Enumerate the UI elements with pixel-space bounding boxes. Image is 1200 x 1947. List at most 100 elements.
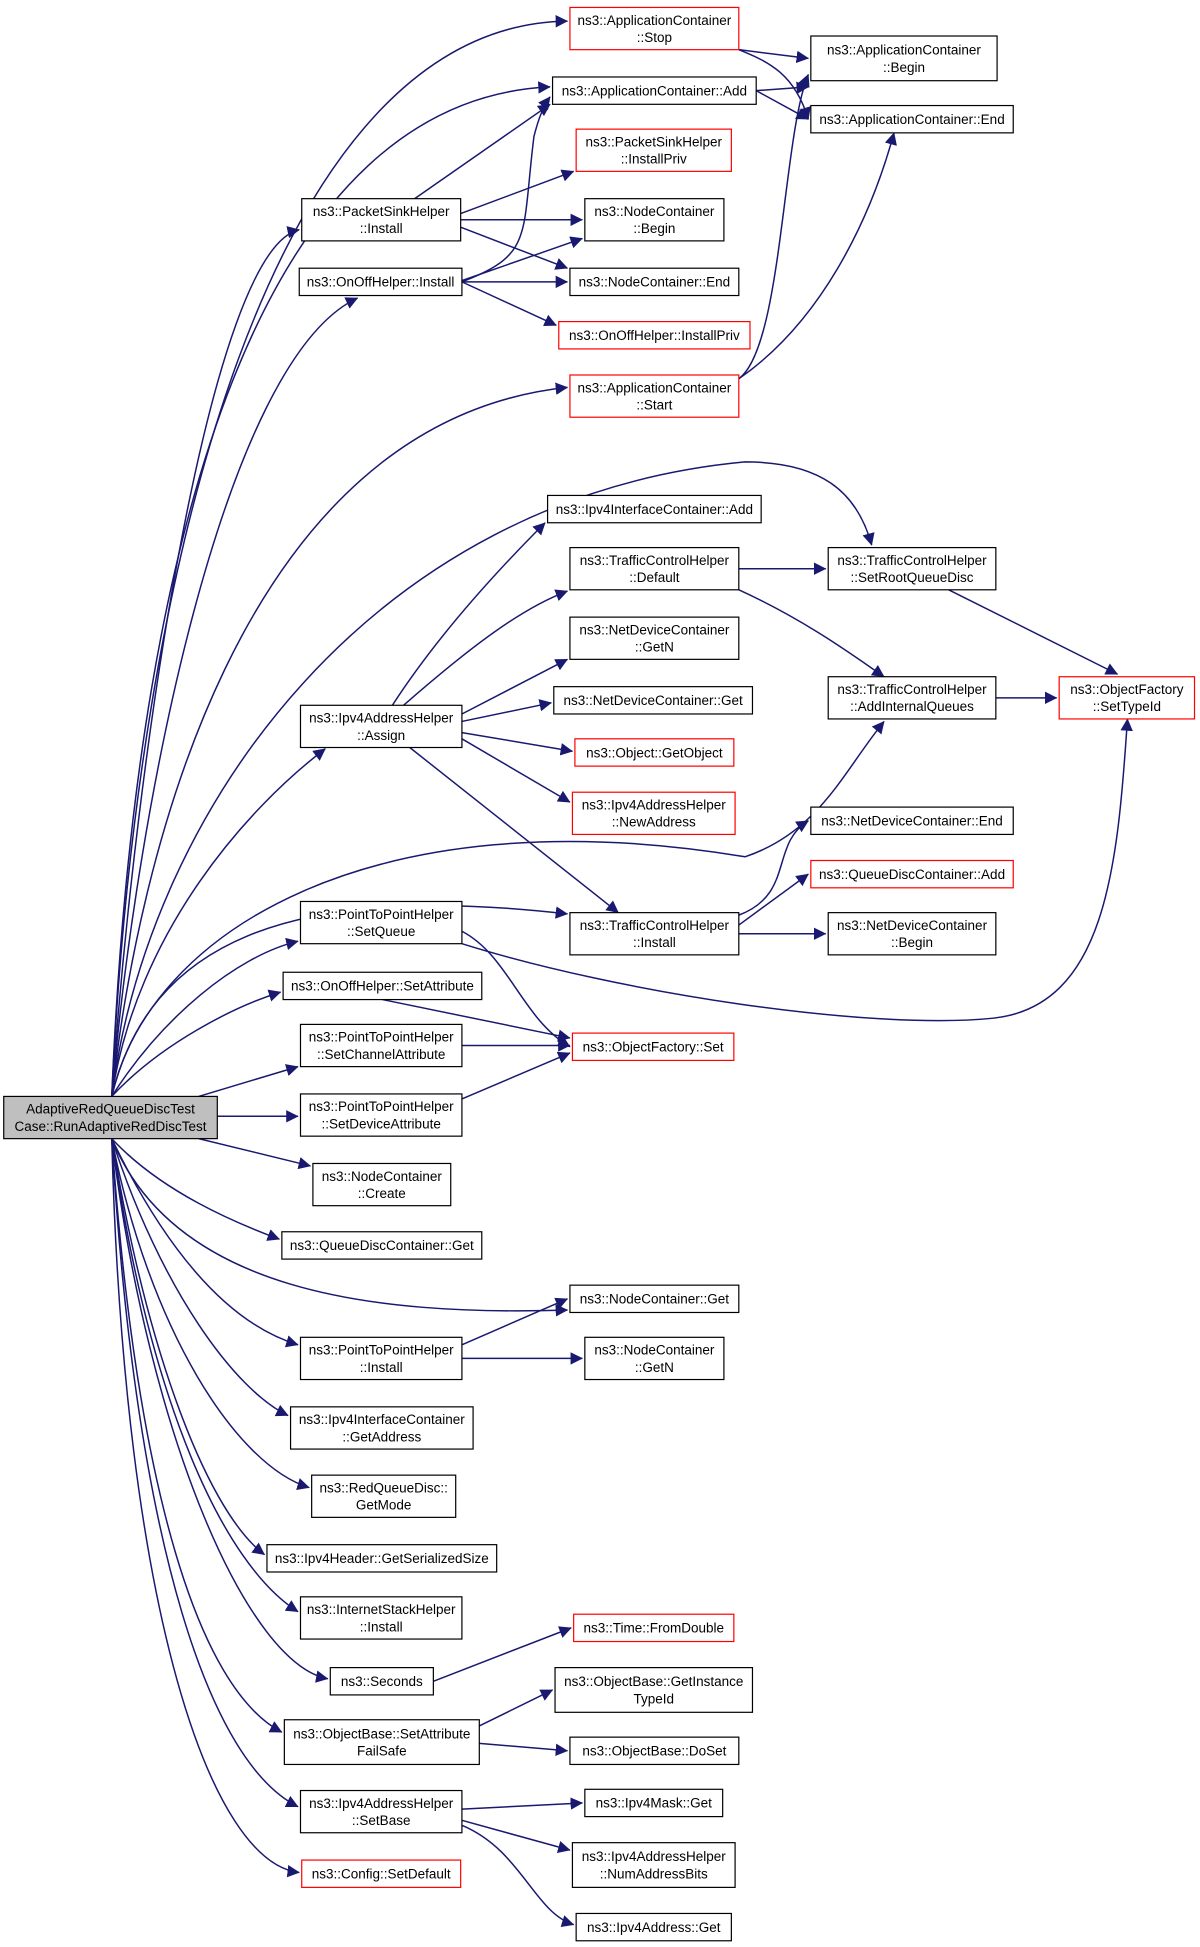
node-ndc-begin[interactable]: ns3::NetDeviceContainer::Begin (827, 912, 997, 956)
node-ndc-getn[interactable]: ns3::NetDeviceContainer::GetN (569, 616, 740, 660)
node-box (298, 267, 463, 297)
node-tch-install[interactable]: ns3::TrafficControlHelper::Install (569, 912, 740, 956)
node-of-set[interactable]: ns3::ObjectFactory::Set (571, 1032, 735, 1062)
node-p2p-setdevice[interactable]: ns3::PointToPointHelper::SetDeviceAttrib… (299, 1093, 463, 1137)
node-box (301, 1859, 462, 1888)
node-app-begin[interactable]: ns3::ApplicationContainer::Begin (810, 35, 998, 82)
node-psh-installpriv[interactable]: ns3::PacketSinkHelper::InstallPriv (575, 128, 732, 172)
edge-obfs-inst (478, 1689, 554, 1727)
node-label: ns3::Ipv4Header::GetSerializedSize (275, 1551, 489, 1566)
node-label: ns3::NetDeviceContainer::Get (563, 693, 743, 708)
edge-psh-ipriv (460, 169, 575, 215)
node-label: AdaptiveRedQueueDiscTest (26, 1102, 195, 1117)
node-box (584, 198, 725, 242)
node-iah-numbits[interactable]: ns3::Ipv4AddressHelper::NumAddressBits (571, 1842, 736, 1888)
edge-sb-mask (461, 1797, 583, 1810)
node-box (311, 1474, 457, 1518)
node-nc-create[interactable]: ns3::NodeContainer::Create (312, 1162, 452, 1207)
node-iah-setbase[interactable]: ns3::Ipv4AddressHelper::SetBase (299, 1789, 463, 1834)
node-ooh-setattr[interactable]: ns3::OnOffHelper::SetAttribute (282, 971, 483, 1001)
node-addr-get[interactable]: ns3::Ipv4Address::Get (575, 1912, 732, 1942)
node-app-add[interactable]: ns3::ApplicationContainer::Add (551, 76, 757, 105)
node-p2p-install[interactable]: ns3::PointToPointHelper::Install (299, 1336, 463, 1381)
node-label: ::Begin (633, 221, 675, 236)
node-app-start[interactable]: ns3::ApplicationContainer::Start (569, 374, 740, 418)
node-ndc-end[interactable]: ns3::NetDeviceContainer::End (810, 806, 1014, 836)
node-box (301, 198, 462, 242)
node-ish-install[interactable]: ns3::InternetStackHelper::Install (299, 1596, 463, 1640)
node-tch-addinternal[interactable]: ns3::TrafficControlHelper::AddInternalQu… (827, 676, 997, 720)
edge-oohi (111, 297, 359, 1097)
node-box (571, 791, 736, 836)
node-label: ::SetDeviceAttribute (322, 1116, 441, 1131)
node-qdc-get[interactable]: ns3::QueueDiscContainer::Get (281, 1231, 483, 1260)
node-iah-newaddress[interactable]: ns3::Ipv4AddressHelper::NewAddress (571, 791, 736, 836)
node-obj-getobject[interactable]: ns3::Object::GetObject (574, 738, 735, 767)
node-seconds[interactable]: ns3::Seconds (329, 1667, 434, 1696)
node-config-setdefault[interactable]: ns3::Config::SetDefault (301, 1859, 462, 1888)
node-box (281, 1231, 483, 1260)
node-box (282, 971, 483, 1001)
node-ob-doset[interactable]: ns3::ObjectBase::DoSet (569, 1736, 740, 1766)
node-label: ns3::OnOffHelper::InstallPriv (569, 328, 740, 343)
node-p2p-setqueue[interactable]: ns3::PointToPointHelper::SetQueue (299, 900, 463, 945)
edge-ish (111, 1138, 299, 1613)
node-p2p-setchannel[interactable]: ns3::PointToPointHelper::SetChannelAttri… (299, 1023, 463, 1068)
node-box (283, 1719, 480, 1766)
node-nc-end[interactable]: ns3::NodeContainer::End (569, 267, 740, 297)
edge-obfs-doset (479, 1742, 569, 1756)
node-ndc-get[interactable]: ns3::NetDeviceContainer::Get (553, 686, 754, 715)
node-nc-get[interactable]: ns3::NodeContainer::Get (569, 1284, 740, 1314)
node-ooh-install[interactable]: ns3::OnOffHelper::Install (298, 267, 463, 297)
node-label: ns3::OnOffHelper::Install (307, 275, 455, 290)
node-qdc-add[interactable]: ns3::QueueDiscContainer::Add (810, 859, 1014, 889)
node-iic-getaddress[interactable]: ns3::Ipv4InterfaceContainer::GetAddress (289, 1406, 474, 1450)
node-label: ns3::ObjectFactory::Set (583, 1040, 724, 1055)
node-tch-default[interactable]: ns3::TrafficControlHelper::Default (569, 546, 740, 591)
node-box (3, 1095, 218, 1140)
node-box (569, 1284, 740, 1314)
node-psh-install[interactable]: ns3::PacketSinkHelper::Install (301, 198, 462, 242)
node-label: ns3::TrafficControlHelper (580, 918, 730, 933)
node-box (546, 494, 762, 524)
edge-chan (198, 1064, 299, 1098)
node-label: ::GetN (635, 1360, 674, 1375)
node-app-stop[interactable]: ns3::ApplicationContainer::Stop (569, 6, 740, 51)
node-label: ::Create (358, 1186, 406, 1201)
node-label: ns3::NodeContainer (594, 1343, 715, 1358)
node-box (569, 912, 740, 956)
node-of-settypeid[interactable]: ns3::ObjectFactory::SetTypeId (1058, 676, 1196, 720)
node-iah-assign[interactable]: ns3::Ipv4AddressHelper::Assign (299, 704, 463, 749)
node-box (584, 1788, 724, 1818)
node-root[interactable]: AdaptiveRedQueueDiscTestCase::RunAdaptiv… (3, 1095, 218, 1140)
node-label: ns3::ObjectBase::GetInstance (564, 1674, 743, 1689)
node-rqd-getmode[interactable]: ns3::RedQueueDisc::GetMode (311, 1474, 457, 1518)
node-box (329, 1667, 434, 1696)
node-box (569, 616, 740, 660)
node-label: ns3::Seconds (341, 1674, 423, 1689)
node-ooh-installpriv[interactable]: ns3::OnOffHelper::InstallPriv (558, 321, 751, 350)
edge-stop-begin (738, 48, 809, 64)
node-box (299, 1336, 463, 1381)
edge-ooha-set (382, 998, 571, 1042)
edge-psh (111, 226, 300, 1097)
node-iic-add[interactable]: ns3::Ipv4InterfaceContainer::Add (546, 494, 762, 524)
node-nc-begin[interactable]: ns3::NodeContainer::Begin (584, 198, 725, 242)
node-time-fromdouble[interactable]: ns3::Time::FromDouble (573, 1613, 735, 1643)
node-label: ns3::NodeContainer::End (579, 275, 731, 290)
node-nc-getn[interactable]: ns3::NodeContainer::GetN (584, 1336, 725, 1381)
node-box (827, 546, 997, 591)
node-label: ns3::Ipv4Address::Get (587, 1920, 721, 1935)
node-label: ns3::ObjectFactory (1070, 682, 1184, 697)
node-label: ns3::OnOffHelper::SetAttribute (291, 979, 474, 994)
edge-oohi-ipriv (461, 281, 557, 327)
node-mask-get[interactable]: ns3::Ipv4Mask::Get (584, 1788, 724, 1818)
edge-rqd (111, 1138, 310, 1491)
node-app-end[interactable]: ns3::ApplicationContainer::End (810, 104, 1014, 134)
node-box (569, 267, 740, 297)
node-label: ::Install (360, 1360, 403, 1375)
node-ih-getsersize[interactable]: ns3::Ipv4Header::GetSerializedSize (266, 1544, 498, 1573)
node-tch-setroot[interactable]: ns3::TrafficControlHelper::SetRootQueueD… (827, 546, 997, 591)
